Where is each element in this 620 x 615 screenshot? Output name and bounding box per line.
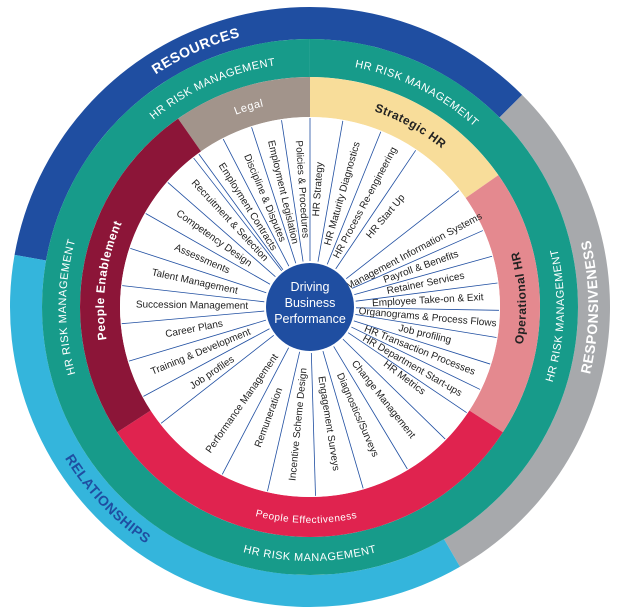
spoke-line <box>121 310 265 325</box>
responsiveness-label: RESPONSIVENESS <box>577 239 601 375</box>
effectiveness-sector <box>117 410 503 537</box>
strategic-sector <box>310 77 499 199</box>
spoke-line <box>351 230 484 289</box>
spoke-line <box>143 328 270 397</box>
spoke-line <box>267 351 301 492</box>
center-title-line-3: Performance <box>274 312 346 326</box>
spoke-line <box>281 120 304 262</box>
spoke-line <box>221 347 289 475</box>
spoke-line <box>326 131 382 265</box>
spoke-line <box>160 335 274 424</box>
spoke-line <box>355 314 497 338</box>
enablement-sector <box>79 118 202 433</box>
spoke-line <box>310 352 316 496</box>
spoke-line <box>335 150 417 270</box>
spoke-lines <box>121 118 499 496</box>
relationships-arc <box>9 254 461 607</box>
outer-ring <box>9 6 610 607</box>
spoke-line <box>353 320 491 365</box>
spoke-line <box>198 153 284 271</box>
spoke-line <box>130 247 267 294</box>
spoke-line <box>354 255 493 296</box>
spoke-line <box>167 182 276 277</box>
spoke-label-strategic: HR Strategy <box>311 162 326 217</box>
spoke-line <box>317 120 344 262</box>
sector-ring <box>79 77 540 537</box>
spoke-line <box>346 190 460 279</box>
spoke-line <box>342 338 446 440</box>
center-title-line-1: Driving <box>291 280 330 294</box>
legal-sector <box>178 77 310 152</box>
spoke-line <box>322 351 364 489</box>
operational-sector <box>465 175 540 433</box>
resources-arc <box>14 6 523 261</box>
spoke-line <box>122 285 265 303</box>
spoke-line <box>193 157 282 271</box>
spoke-line <box>355 282 498 302</box>
spoke-line <box>128 319 267 362</box>
center-title-line-2: Business <box>285 296 336 310</box>
spoke-label-enablement: Succession Management <box>136 299 249 311</box>
spoke-line <box>251 127 297 264</box>
spoke-line <box>145 213 271 285</box>
spoke-line <box>351 326 481 390</box>
spoke-line <box>347 332 467 414</box>
spoke-line <box>355 307 499 311</box>
center-circle <box>266 263 354 351</box>
spoke-line <box>333 346 408 470</box>
responsiveness-arc <box>444 94 610 567</box>
spoke-line <box>222 138 290 267</box>
